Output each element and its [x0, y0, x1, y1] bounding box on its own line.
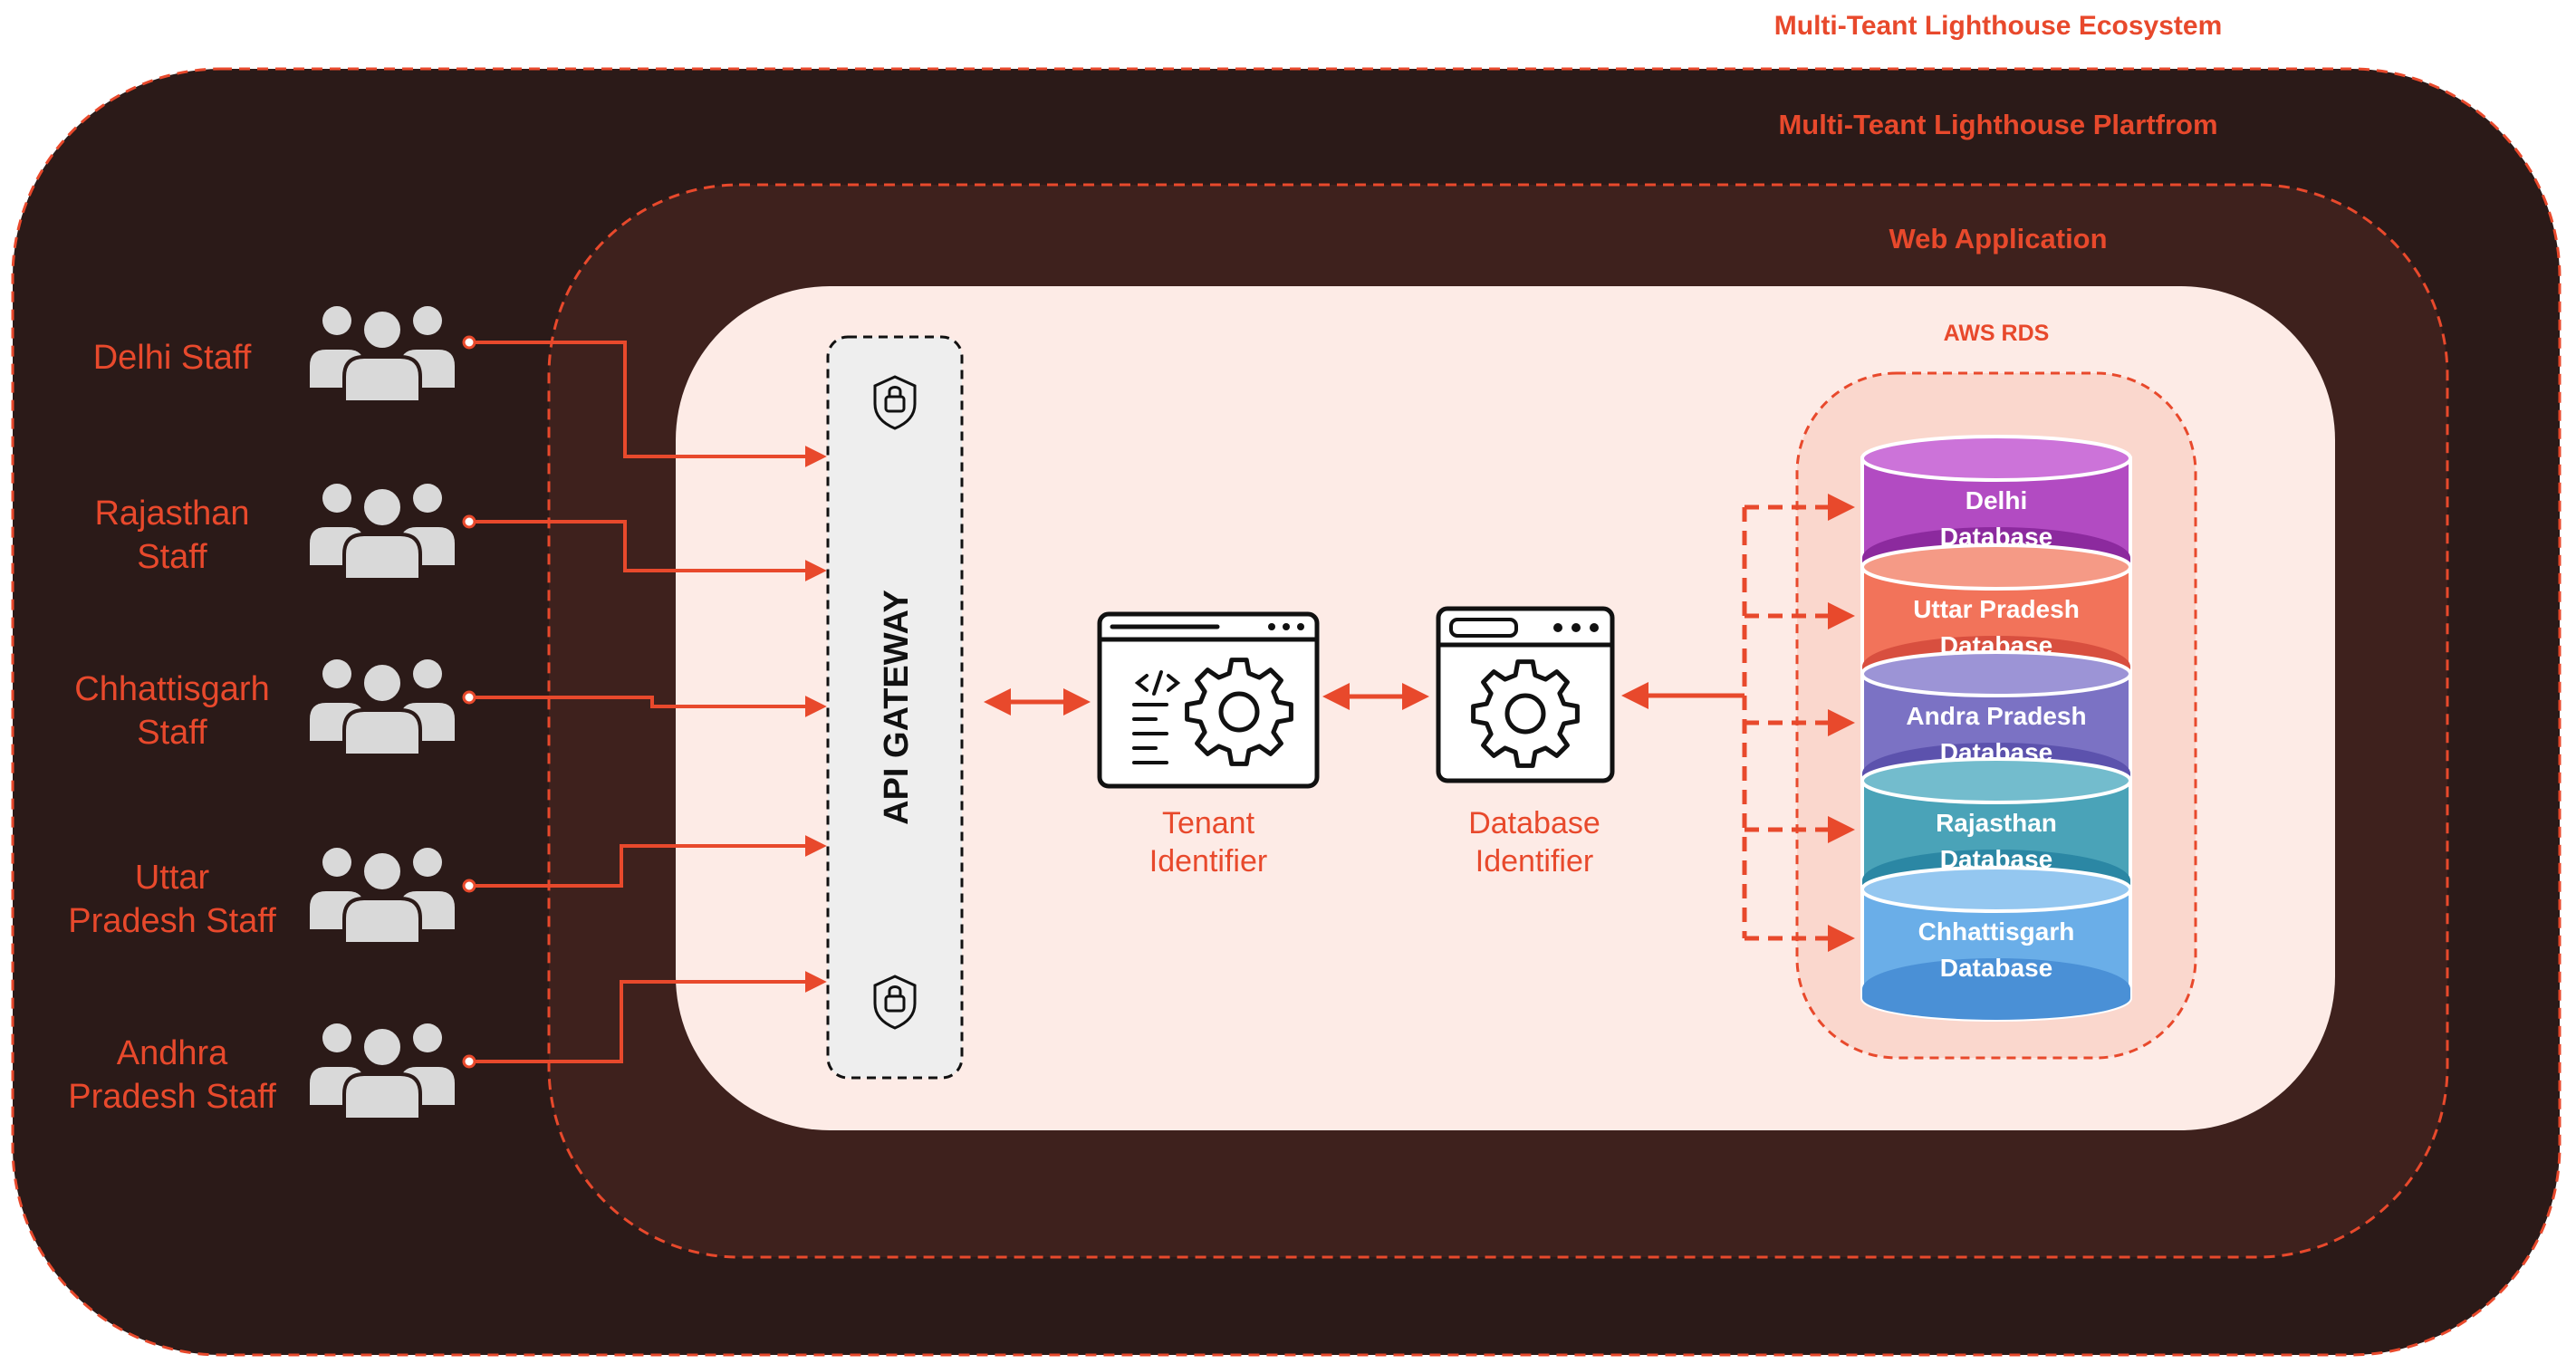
api-gateway-label: API GATEWAY [878, 590, 916, 825]
aws-rds-title: AWS RDS [1944, 321, 2050, 346]
code-gear-window-icon [1097, 611, 1320, 789]
staff-groups: Delhi StaffRajasthanStaffChhattisgarhSta… [68, 306, 827, 1121]
api-gateway-box [826, 335, 964, 1080]
staff-label: Rajasthan [94, 495, 249, 533]
staff-label: Staff [137, 538, 207, 576]
api-gateway: API GATEWAY [826, 335, 964, 1080]
ecosystem-title: Multi-Teant Lighthouse Ecosystem [1774, 11, 2223, 41]
staff-label: Pradesh Staff [68, 1078, 276, 1116]
staff-label: Staff [137, 714, 207, 752]
user-group-icon [310, 659, 455, 757]
connector-dot [462, 1054, 476, 1069]
connector-dot [462, 514, 476, 529]
staff-label: Delhi Staff [93, 339, 252, 377]
staff-gateway-arrow [475, 696, 827, 717]
connector-dot [462, 690, 476, 705]
staff-gateway-arrow [475, 520, 827, 581]
staff-label: Pradesh Staff [68, 902, 276, 940]
database-label: Database [1940, 954, 2053, 982]
connector-dot [462, 879, 476, 893]
user-group-icon [310, 1023, 455, 1121]
staff-label: Chhattisgarh [74, 670, 269, 708]
gear-window-icon [1436, 606, 1615, 783]
database-label: Andra Pradesh [1906, 702, 2086, 730]
shield-lock-icon [873, 375, 917, 430]
user-group-icon [310, 306, 455, 404]
staff-group: Delhi Staff [93, 306, 827, 467]
staff-label: Andhra [117, 1034, 228, 1072]
tenant-identifier-label-line2: Identifier [1149, 844, 1267, 879]
gear-icon [1471, 659, 1580, 768]
database-identifier-label-line2: Identifier [1475, 844, 1593, 879]
gear-icon [1185, 658, 1293, 766]
staff-gateway-arrow [475, 835, 827, 888]
connector-dot [462, 335, 476, 350]
database-label: Rajasthan [1936, 809, 2057, 837]
database-label: Chhattisgarh [1918, 917, 2075, 946]
staff-label: Uttar [135, 859, 210, 897]
staff-gateway-arrow [475, 971, 827, 1063]
shield-lock-icon [873, 975, 917, 1030]
database-identifier: Database Identifier [1436, 606, 1615, 879]
tenant-identifier: Tenant Identifier [1097, 611, 1320, 879]
platform-title: Multi-Teant Lighthouse Plartfrom [1778, 109, 2217, 140]
database-label: Delhi [1966, 486, 2027, 514]
web-application-title: Web Application [1889, 223, 2107, 255]
database-label: Uttar Pradesh [1913, 595, 2080, 623]
user-group-icon [310, 848, 455, 946]
staff-gateway-arrow [475, 341, 827, 467]
tenant-identifier-label-line1: Tenant [1162, 806, 1255, 840]
database-identifier-label-line1: Database [1468, 806, 1600, 840]
user-group-icon [310, 484, 455, 581]
